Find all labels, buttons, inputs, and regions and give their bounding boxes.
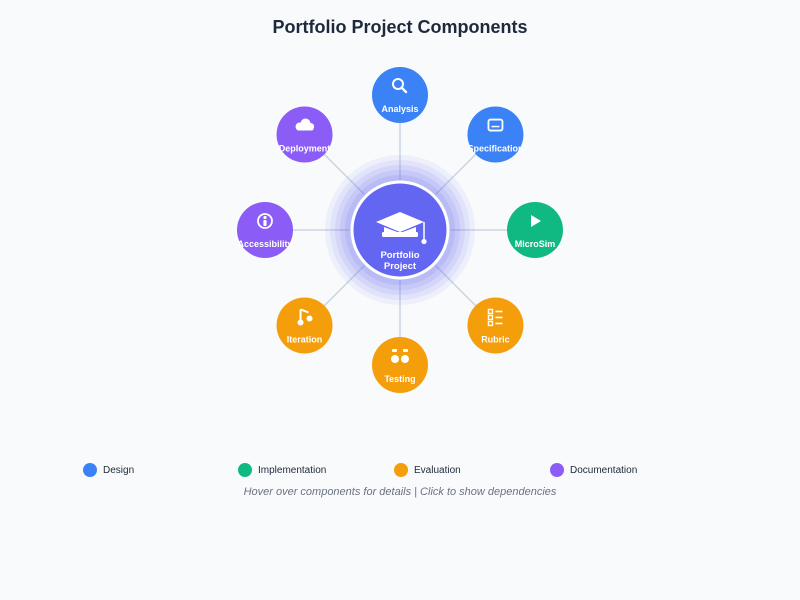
legend-item-design: Design bbox=[83, 462, 134, 478]
connector-rubric bbox=[434, 264, 477, 307]
play-icon bbox=[531, 215, 541, 227]
node-label-iteration: Iteration bbox=[287, 334, 323, 344]
node-circle-rubric[interactable] bbox=[467, 297, 524, 354]
node-deployment[interactable]: Deployment bbox=[276, 106, 333, 163]
node-label-deployment: Deployment bbox=[279, 144, 331, 154]
legend-swatch-documentation bbox=[550, 463, 564, 477]
legend-label-design: Design bbox=[103, 464, 135, 476]
accessibility-icon bbox=[257, 213, 273, 229]
legend-label-documentation: Documentation bbox=[570, 464, 638, 476]
center-label-line2: Project bbox=[384, 261, 417, 272]
cloud-icon bbox=[295, 118, 315, 131]
center-node-portfolio-project[interactable]: Portfolio Project bbox=[350, 180, 450, 280]
legend-item-documentation: Documentation bbox=[550, 462, 637, 478]
node-circle-iteration[interactable] bbox=[276, 297, 333, 354]
node-label-microsim: MicroSim bbox=[515, 239, 556, 249]
legend-label-evaluation: Evaluation bbox=[414, 464, 461, 476]
node-circle-analysis[interactable] bbox=[372, 67, 428, 123]
loop-icon bbox=[297, 308, 313, 326]
center-label-line1: Portfolio bbox=[380, 250, 419, 261]
node-circle-deployment[interactable] bbox=[276, 106, 333, 163]
legend-swatch-implementation bbox=[238, 463, 252, 477]
node-accessibility[interactable]: Accessibility bbox=[237, 202, 293, 258]
search-icon bbox=[392, 78, 408, 94]
node-circle-accessibility[interactable] bbox=[237, 202, 293, 258]
legend-swatch-design bbox=[83, 463, 97, 477]
connector-iteration bbox=[323, 264, 366, 307]
flask-icon bbox=[391, 349, 409, 363]
legend-item-implementation: Implementation bbox=[238, 462, 326, 478]
node-rubric[interactable]: Rubric bbox=[467, 297, 524, 354]
node-circle-testing[interactable] bbox=[372, 337, 428, 393]
legend-label-implementation: Implementation bbox=[258, 464, 327, 476]
node-label-testing: Testing bbox=[384, 374, 415, 384]
node-label-rubric: Rubric bbox=[481, 334, 510, 344]
page-title: Portfolio Project Components bbox=[272, 17, 528, 37]
node-iteration[interactable]: Iteration bbox=[276, 297, 333, 354]
node-specification[interactable]: Specification bbox=[467, 106, 524, 163]
node-label-specification: Specification bbox=[467, 144, 523, 154]
node-microsim[interactable]: MicroSim bbox=[507, 202, 563, 258]
component-nodes: AnalysisSpecificationMicroSimRubricTesti… bbox=[237, 67, 563, 393]
connector-specification bbox=[434, 153, 477, 196]
graduation-cap-icon bbox=[376, 212, 427, 245]
connectors bbox=[293, 123, 507, 337]
node-label-accessibility: Accessibility bbox=[237, 239, 292, 249]
legend-swatch-evaluation bbox=[394, 463, 408, 477]
connector-deployment bbox=[323, 153, 366, 196]
legend-item-evaluation: Evaluation bbox=[394, 462, 461, 478]
node-label-analysis: Analysis bbox=[381, 104, 418, 114]
monitor-icon bbox=[487, 118, 504, 132]
hint-text: Hover over components for details | Clic… bbox=[243, 486, 557, 498]
node-testing[interactable]: Testing bbox=[372, 337, 428, 393]
node-analysis[interactable]: Analysis bbox=[372, 67, 428, 123]
list-icon bbox=[487, 308, 503, 327]
node-circle-specification[interactable] bbox=[467, 106, 524, 163]
node-circle-microsim[interactable] bbox=[507, 202, 563, 258]
